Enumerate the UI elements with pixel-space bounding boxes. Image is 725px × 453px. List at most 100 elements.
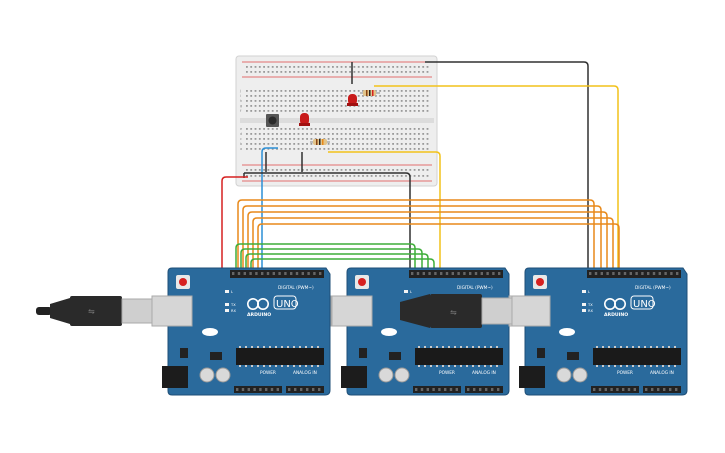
breadboard-hole	[370, 71, 373, 73]
breadboard-hole	[293, 71, 296, 73]
breadboard-hole	[246, 100, 248, 102]
chip-pin	[448, 346, 450, 348]
breadboard-hole	[366, 169, 369, 171]
led-icon[interactable]	[347, 94, 358, 106]
breadboard-hole	[344, 71, 347, 73]
chip-pin	[263, 346, 265, 348]
breadboard-hole	[400, 128, 403, 130]
pushbutton-icon[interactable]	[266, 114, 279, 127]
chip-pin	[478, 365, 480, 367]
breadboard-hole	[396, 143, 399, 145]
breadboard-hole	[254, 169, 257, 171]
breadboard-hole	[340, 90, 343, 92]
breadboard-hole	[301, 66, 304, 68]
breadboard-hole	[289, 138, 291, 140]
breadboard-hole	[323, 110, 326, 112]
header-pin	[243, 272, 246, 275]
breadboard-hole	[280, 105, 283, 107]
breadboard-hole	[344, 90, 347, 92]
breadboard-hole	[387, 100, 390, 102]
header-pin	[416, 272, 420, 275]
arduino-logo-icon	[613, 297, 626, 310]
breadboard-hole	[310, 143, 313, 145]
resistor-icon[interactable]	[360, 90, 380, 96]
chip-pin	[650, 365, 652, 367]
breadboard-hole	[271, 148, 274, 150]
breadboard-hole	[263, 138, 265, 140]
breadboard-hole	[379, 133, 382, 135]
breadboard-hole	[267, 105, 270, 107]
breadboard-hole	[383, 90, 386, 92]
breadboard-hole	[370, 138, 373, 140]
breadboard-hole	[314, 138, 317, 140]
breadboard-hole	[413, 90, 416, 92]
breadboard-hole	[327, 95, 330, 97]
breadboard-hole	[327, 133, 330, 135]
breadboard-hole	[297, 138, 300, 140]
microcontroller-chip	[593, 348, 681, 365]
header-pin	[265, 388, 268, 391]
breadboard-hole	[387, 138, 390, 140]
chip-pin	[418, 365, 420, 367]
breadboard-hole	[280, 169, 283, 171]
resistor-icon[interactable]	[310, 139, 330, 145]
power-header	[234, 386, 282, 393]
breadboard-hole	[258, 71, 261, 73]
breadboard-hole	[246, 175, 248, 177]
header-pin	[622, 388, 625, 391]
breadboard-hole	[340, 169, 343, 171]
breadboard-hole	[332, 90, 334, 92]
breadboard-hole	[271, 71, 274, 73]
header-pin	[463, 272, 466, 275]
breadboard-hole	[418, 175, 420, 177]
breadboard-hole	[409, 105, 412, 107]
wire-orange-1	[237, 199, 595, 272]
breadboard-hole	[379, 90, 382, 92]
resistor-top-band-3	[372, 90, 374, 96]
breadboard-hole	[400, 95, 403, 97]
breadboard-hole	[379, 175, 382, 177]
breadboard-hole	[340, 143, 343, 145]
breadboard-hole	[387, 175, 390, 177]
breadboard-hole	[301, 110, 304, 112]
breadboard-hole	[375, 90, 377, 92]
breadboard-hole	[426, 90, 429, 92]
breadboard-hole	[284, 110, 287, 112]
breadboard-hole	[284, 105, 287, 107]
header-pin	[415, 388, 418, 391]
breadboard-hole	[422, 95, 425, 97]
breadboard-hole	[297, 66, 300, 68]
breadboard-hole	[344, 128, 347, 130]
led-icon[interactable]	[299, 113, 310, 126]
analog-header-label: ANALOG IN	[293, 370, 317, 376]
power-jack	[519, 366, 545, 388]
header-pin	[606, 272, 609, 275]
chip-pin	[608, 365, 610, 367]
chip-pin	[644, 365, 646, 367]
chip-pin	[460, 365, 462, 367]
breadboard-hole	[353, 143, 356, 145]
breadboard-hole	[383, 100, 386, 102]
usb-cable-icon[interactable]: ⇋	[331, 294, 551, 328]
breadboard-hole	[301, 95, 304, 97]
wire-green-3	[245, 253, 429, 272]
chip-pin	[436, 346, 438, 348]
reset-button-cap	[358, 278, 366, 286]
breadboard-hole	[426, 128, 429, 130]
header-pin	[236, 388, 239, 391]
breadboard-hole	[422, 105, 425, 107]
usb-cable-icon[interactable]: ⇋	[36, 296, 153, 326]
breadboard-hole	[336, 71, 339, 73]
chip-pin	[632, 365, 634, 367]
breadboard-hole	[336, 138, 339, 140]
breadboard-hole	[319, 90, 321, 92]
breadboard-hole	[280, 71, 283, 73]
arduino-uno-board[interactable]: DIGITAL (PWM~)ARDUINOUNOLTXRXPOWERANALOG…	[330, 267, 510, 396]
breadboard-hole	[332, 110, 334, 112]
header-pin	[434, 272, 437, 275]
